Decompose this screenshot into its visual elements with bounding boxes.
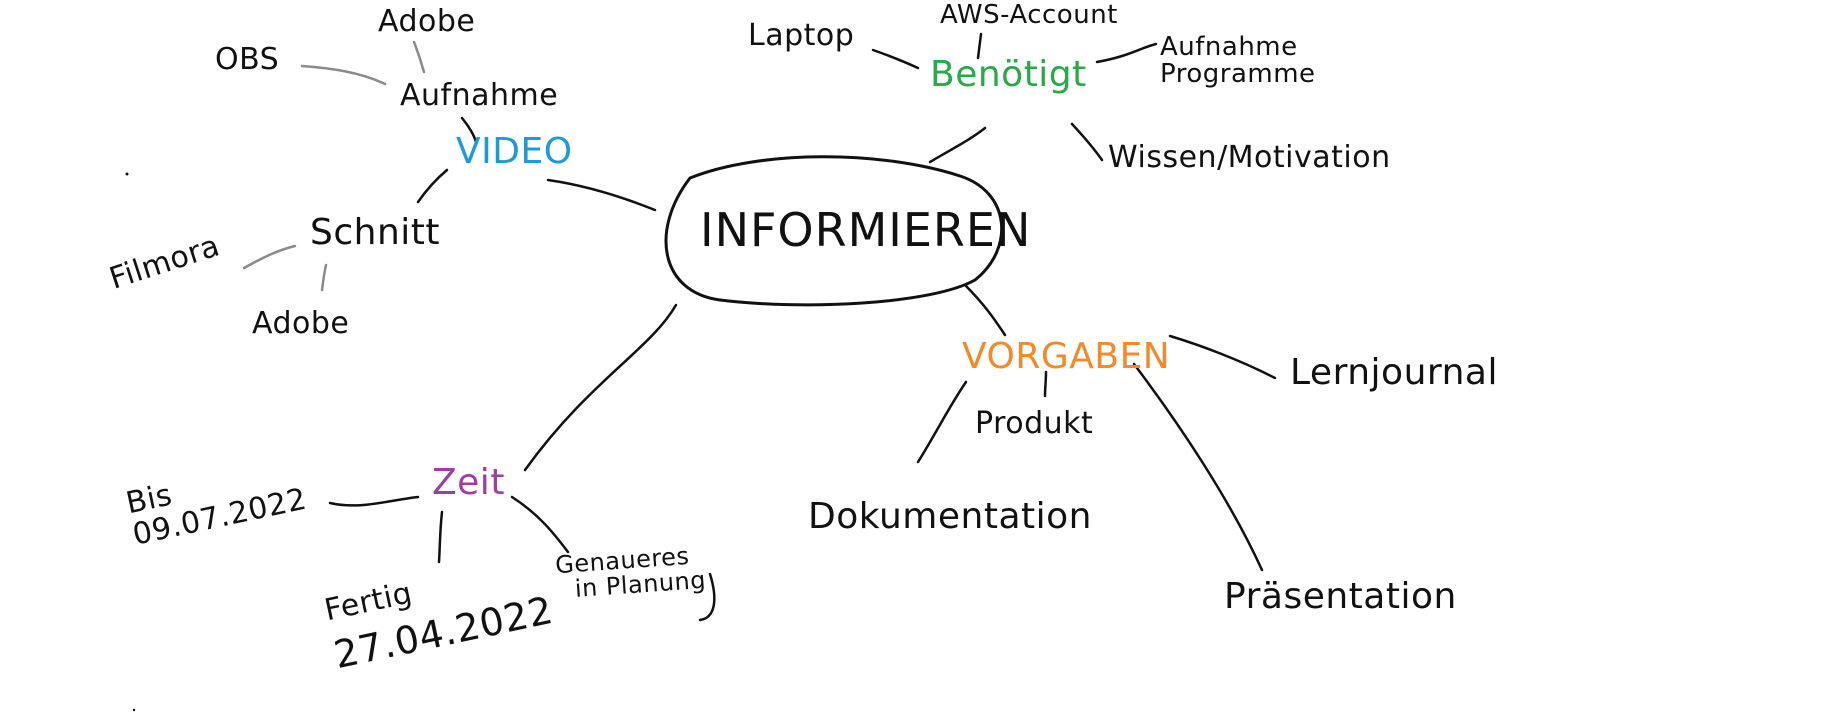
benoetigt-programme-line-2: Programme [1160,59,1316,90]
vorgaben-lernjournal: Lernjournal [1290,352,1498,393]
video-aufnahme-obs: OBS [215,42,280,77]
vorgaben-praesentation: Präsentation [1224,576,1457,617]
benoetigt-programme: Aufnahme Programme [1160,32,1316,90]
link-vorgaben-lernjournal [1168,334,1277,380]
link-video-aufnahme [460,116,478,144]
link-benoetigt-wissen [1070,122,1104,162]
branch-video: VIDEO [456,131,573,172]
link-center-vorgaben [963,283,1007,337]
benoetigt-wissen: Wissen/Motivation [1108,140,1391,175]
benoetigt-programme-line-1: Aufnahme [1160,32,1298,62]
stray-dot [125,172,129,176]
link-benoetigt-programme [1095,42,1158,64]
link-video-schnitt [416,168,449,204]
stray-dot [132,708,136,712]
link-vorgaben-praesentation [1132,362,1264,572]
video-aufnahme: Aufnahme [400,78,559,113]
link-zeit-bis [328,495,420,507]
zeit-genaueres: Genaueres in Planung [554,542,707,604]
link-schnitt-adobe [320,263,328,292]
center-topic: INFORMIEREN [700,203,1032,257]
link-center-video [546,178,657,212]
link-center-benoetigt [928,126,987,164]
link-aufnahme-obs [300,64,387,86]
link-genaueres-hook [698,572,716,622]
branch-vorgaben: VORGABEN [962,336,1171,377]
video-schnitt-adobe: Adobe [252,306,350,341]
link-schnitt-filmora [242,244,297,270]
benoetigt-laptop: Laptop [748,18,855,53]
center-outline [664,155,1004,307]
link-zeit-genaueres [510,495,570,554]
link-vorgaben-produkt [1043,370,1048,398]
link-center-zeit [523,303,678,472]
vorgaben-dokumentation: Dokumentation [808,496,1092,537]
branch-benoetigt: Benötigt [930,54,1087,95]
link-vorgaben-dokumentation [916,380,968,464]
link-aufnahme-adobe [412,40,426,74]
video-aufnahme-adobe: Adobe [378,4,476,39]
benoetigt-aws: AWS-Account [940,0,1118,30]
link-benoetigt-aws [976,32,983,60]
branch-zeit: Zeit [432,462,505,503]
link-benoetigt-laptop [871,48,920,70]
video-schnitt: Schnitt [310,212,441,253]
link-zeit-fertig [437,510,444,564]
vorgaben-produkt: Produkt [975,406,1094,441]
